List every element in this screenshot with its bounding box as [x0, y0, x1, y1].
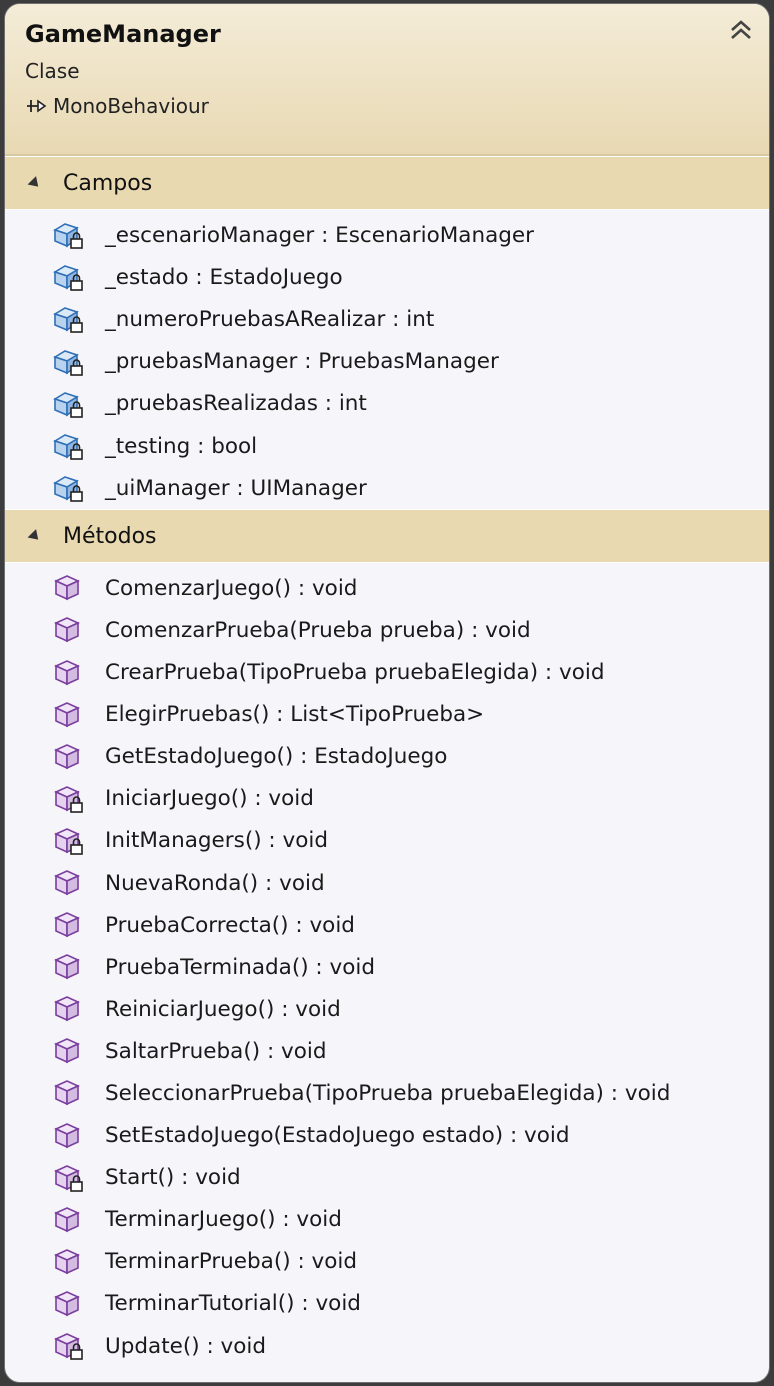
method-icon — [51, 699, 85, 731]
class-name: GameManager — [25, 20, 221, 48]
method-icon — [51, 572, 85, 604]
field-signature: _pruebasManager : PruebasManager — [105, 349, 499, 375]
method-signature: SetEstadoJuego(EstadoJuego estado) : voi… — [105, 1123, 570, 1149]
field-signature: _uiManager : UIManager — [105, 475, 367, 501]
field-row[interactable]: _pruebasRealizadas : int — [5, 383, 769, 425]
method-signature: PruebaTerminada() : void — [105, 954, 375, 980]
method-signature: ComenzarJuego() : void — [105, 575, 358, 601]
method-signature: CrearPrueba(TipoPrueba pruebaElegida) : … — [105, 660, 605, 686]
collapse-chevron-icon[interactable] — [727, 16, 755, 44]
methods-list: ComenzarJuego() : void ComenzarPrueba(Pr… — [5, 563, 769, 1367]
field-signature: _estado : EstadoJuego — [105, 264, 343, 290]
fields-list: _escenarioManager : EscenarioManager _es… — [5, 210, 769, 509]
method-signature: SeleccionarPrueba(TipoPrueba pruebaElegi… — [105, 1080, 671, 1106]
field-signature: _pruebasRealizadas : int — [105, 391, 367, 417]
method-signature: PruebaCorrecta() : void — [105, 912, 355, 938]
field-row[interactable]: _estado : EstadoJuego — [5, 256, 769, 298]
field-row[interactable]: _escenarioManager : EscenarioManager — [5, 214, 769, 256]
section-title: Métodos — [63, 523, 157, 549]
method-row[interactable]: SetEstadoJuego(EstadoJuego estado) : voi… — [5, 1115, 769, 1157]
method-icon — [51, 1288, 85, 1320]
base-class-name: MonoBehaviour — [53, 94, 209, 118]
class-kind: Clase — [25, 59, 80, 83]
method-icon — [51, 1035, 85, 1067]
field-row[interactable]: _numeroPruebasARealizar : int — [5, 298, 769, 340]
method-signature: Update() : void — [105, 1333, 267, 1359]
field-row[interactable]: _pruebasManager : PruebasManager — [5, 341, 769, 383]
field-signature: _numeroPruebasARealizar : int — [105, 306, 435, 332]
method-row[interactable]: PruebaCorrecta() : void — [5, 904, 769, 946]
private-method-icon — [51, 783, 85, 815]
class-card: GameManager Clase MonoBehaviour Campos _… — [4, 3, 770, 1383]
method-row[interactable]: ReiniciarJuego() : void — [5, 988, 769, 1030]
inheritance-arrow-icon — [27, 99, 47, 113]
private-field-icon — [51, 303, 85, 335]
private-field-icon — [51, 430, 85, 462]
private-field-icon — [51, 261, 85, 293]
section-header-methods[interactable]: Métodos — [5, 509, 769, 564]
method-signature: ElegirPruebas() : List<TipoPrueba> — [105, 702, 485, 728]
method-icon — [51, 657, 85, 689]
method-signature: InitManagers() : void — [105, 828, 328, 854]
method-icon — [51, 1246, 85, 1278]
method-row[interactable]: NuevaRonda() : void — [5, 862, 769, 904]
expand-triangle-icon — [27, 528, 43, 544]
method-row[interactable]: TerminarJuego() : void — [5, 1199, 769, 1241]
section-title: Campos — [63, 170, 153, 196]
private-field-icon — [51, 472, 85, 504]
method-signature: NuevaRonda() : void — [105, 870, 325, 896]
class-header: GameManager Clase MonoBehaviour — [5, 4, 769, 156]
private-method-icon — [51, 1162, 85, 1194]
field-row[interactable]: _testing : bool — [5, 425, 769, 467]
method-row[interactable]: IniciarJuego() : void — [5, 778, 769, 820]
method-row[interactable]: SaltarPrueba() : void — [5, 1030, 769, 1072]
method-icon — [51, 1204, 85, 1236]
field-row[interactable]: _uiManager : UIManager — [5, 467, 769, 509]
method-icon — [51, 1120, 85, 1152]
method-row[interactable]: ComenzarJuego() : void — [5, 567, 769, 609]
method-row[interactable]: ComenzarPrueba(Prueba prueba) : void — [5, 609, 769, 651]
method-icon — [51, 909, 85, 941]
section-header-fields[interactable]: Campos — [5, 156, 769, 210]
method-icon — [51, 951, 85, 983]
field-signature: _escenarioManager : EscenarioManager — [105, 222, 534, 248]
method-row[interactable]: PruebaTerminada() : void — [5, 946, 769, 988]
method-row[interactable]: GetEstadoJuego() : EstadoJuego — [5, 736, 769, 778]
method-signature: SaltarPrueba() : void — [105, 1038, 327, 1064]
method-signature: ComenzarPrueba(Prueba prueba) : void — [105, 617, 531, 643]
private-method-icon — [51, 825, 85, 857]
method-icon — [51, 867, 85, 899]
expand-triangle-icon — [27, 175, 43, 191]
method-row[interactable]: InitManagers() : void — [5, 820, 769, 862]
method-signature: TerminarJuego() : void — [105, 1207, 342, 1233]
method-row[interactable]: ElegirPruebas() : List<TipoPrueba> — [5, 694, 769, 736]
base-class: MonoBehaviour — [25, 94, 209, 118]
method-row[interactable]: Start() : void — [5, 1157, 769, 1199]
private-field-icon — [51, 219, 85, 251]
method-signature: Start() : void — [105, 1165, 241, 1191]
private-field-icon — [51, 388, 85, 420]
method-row[interactable]: TerminarTutorial() : void — [5, 1283, 769, 1325]
method-row[interactable]: Update() : void — [5, 1325, 769, 1367]
method-row[interactable]: SeleccionarPrueba(TipoPrueba pruebaElegi… — [5, 1072, 769, 1114]
method-row[interactable]: TerminarPrueba() : void — [5, 1241, 769, 1283]
private-method-icon — [51, 1330, 85, 1362]
private-field-icon — [51, 346, 85, 378]
method-signature: IniciarJuego() : void — [105, 786, 314, 812]
method-icon — [51, 993, 85, 1025]
method-row[interactable]: CrearPrueba(TipoPrueba pruebaElegida) : … — [5, 652, 769, 694]
method-signature: GetEstadoJuego() : EstadoJuego — [105, 744, 448, 770]
method-icon — [51, 614, 85, 646]
method-icon — [51, 1077, 85, 1109]
method-signature: ReiniciarJuego() : void — [105, 996, 341, 1022]
field-signature: _testing : bool — [105, 433, 258, 459]
method-signature: TerminarTutorial() : void — [105, 1291, 361, 1317]
method-signature: TerminarPrueba() : void — [105, 1249, 358, 1275]
method-icon — [51, 741, 85, 773]
